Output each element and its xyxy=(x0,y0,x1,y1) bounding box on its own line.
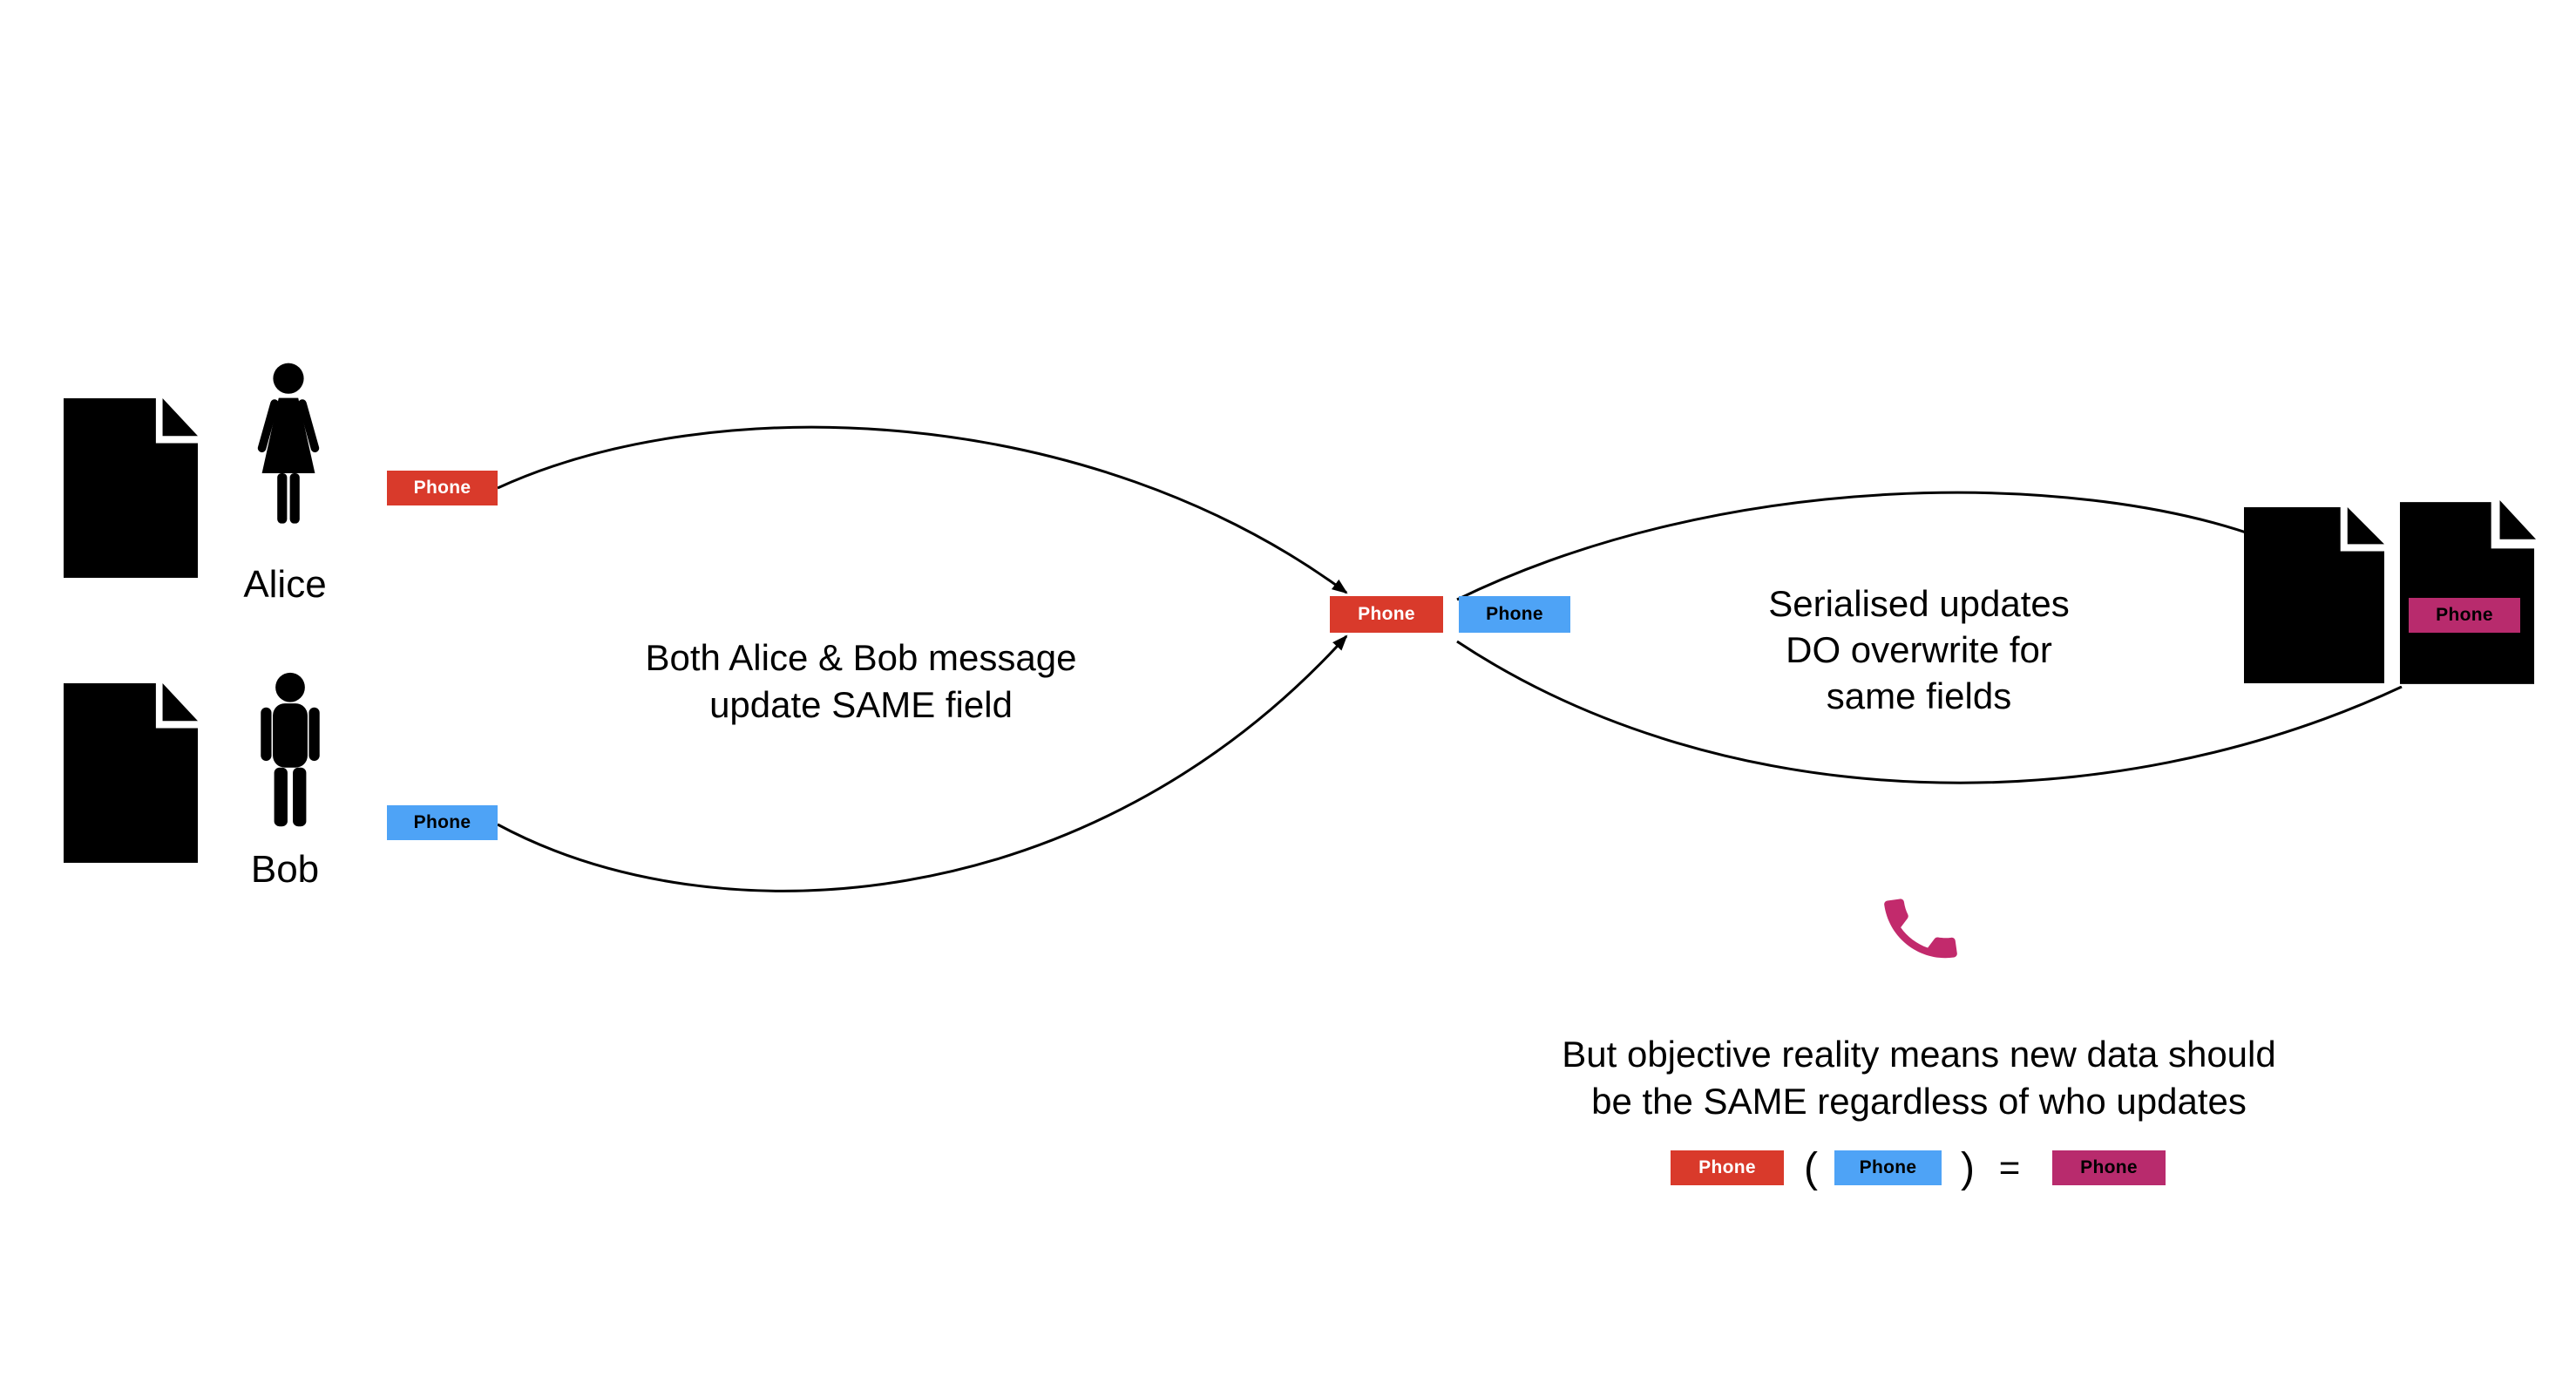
both-update-line-1: Both Alice & Bob message xyxy=(645,637,1077,678)
merged-red-phone-badge: Phone xyxy=(1330,596,1443,633)
serialised-line-2: DO overwrite for xyxy=(1786,629,2052,670)
serialised-text: Serialised updates DO overwrite for same… xyxy=(1657,580,2180,719)
bob-label: Bob xyxy=(250,848,320,891)
serialised-bottom-curve xyxy=(1456,640,2403,784)
objective-line-2: be the SAME regardless of who updates xyxy=(1591,1081,2247,1122)
alice-phone-badge: Phone xyxy=(387,471,498,505)
alice-label: Alice xyxy=(243,563,327,606)
result-phone-badge: Phone xyxy=(2409,598,2520,633)
result-document-front-icon xyxy=(2398,500,2536,686)
alice-update-curve xyxy=(497,425,1348,594)
both-update-text: Both Alice & Bob message update SAME fie… xyxy=(600,634,1122,729)
equation-blue-phone-badge: Phone xyxy=(1834,1150,1942,1185)
objective-line-1: But objective reality means new data sho… xyxy=(1562,1034,2276,1075)
result-document-back-icon xyxy=(2244,507,2384,683)
equation-red-phone-badge: Phone xyxy=(1671,1150,1784,1185)
phone-handset-glyph xyxy=(1884,899,1957,959)
phone-handset-icon xyxy=(1877,884,1964,974)
alice-document-icon xyxy=(64,398,198,578)
serialised-line-3: same fields xyxy=(1826,675,2012,716)
equation-equals-sign: = xyxy=(1998,1147,2021,1188)
bob-document-icon xyxy=(64,683,198,863)
serialised-line-1: Serialised updates xyxy=(1768,583,2070,624)
man-icon xyxy=(250,658,330,858)
serialised-top-curve xyxy=(1456,491,2260,601)
equation-magenta-phone-badge: Phone xyxy=(2052,1150,2166,1185)
equation-close-paren: ) xyxy=(1961,1144,1975,1191)
bob-phone-badge: Phone xyxy=(387,805,498,840)
equation-open-paren: ( xyxy=(1804,1144,1818,1191)
both-update-line-2: update SAME field xyxy=(709,684,1013,725)
merged-blue-phone-badge: Phone xyxy=(1459,596,1570,633)
woman-icon xyxy=(247,351,330,553)
bob-update-curve xyxy=(497,634,1348,892)
objective-reality-text: But objective reality means new data sho… xyxy=(1483,1031,2355,1125)
